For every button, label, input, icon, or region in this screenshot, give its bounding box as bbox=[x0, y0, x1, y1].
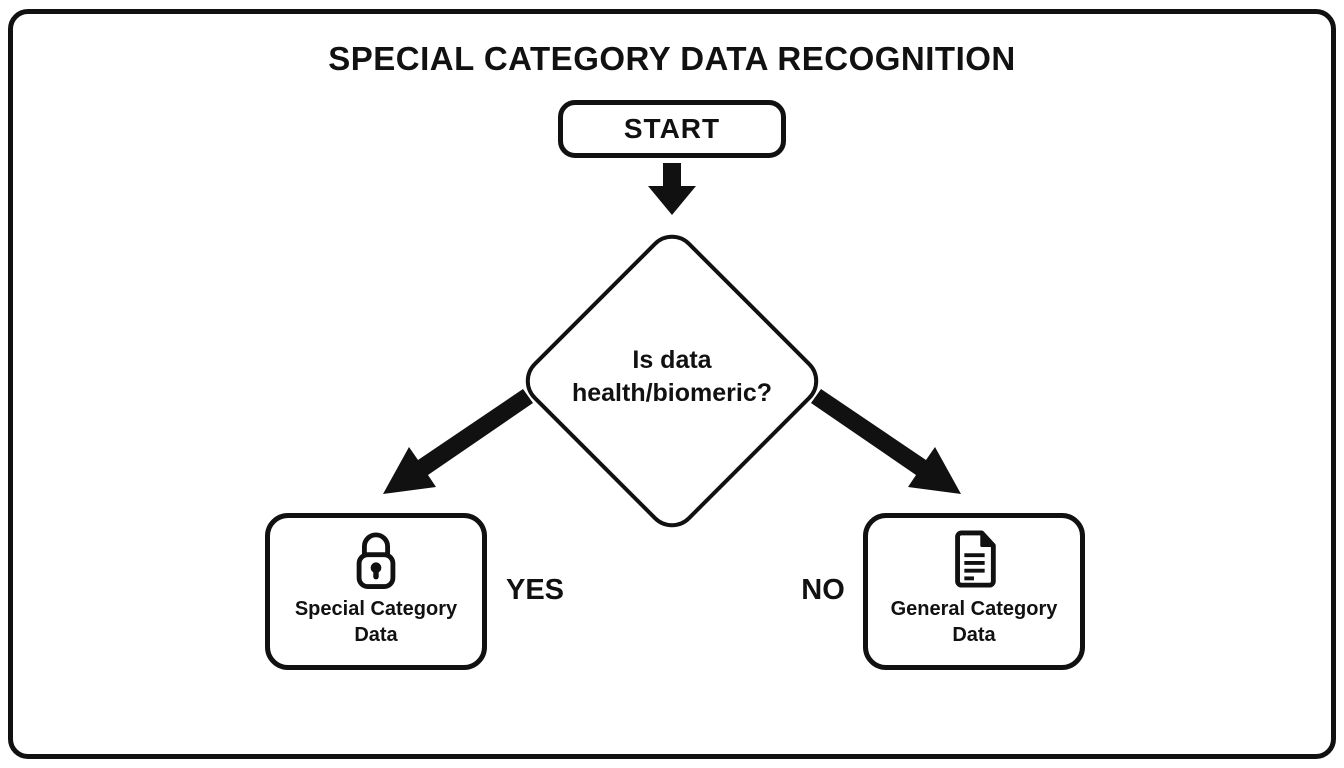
decision-node-label: Is data health/biomeric? bbox=[540, 344, 804, 409]
start-node-label: START bbox=[623, 113, 721, 144]
general-category-node: General Category Data bbox=[863, 513, 1085, 670]
document-icon bbox=[955, 530, 996, 588]
general-category-line2: Data bbox=[952, 624, 996, 646]
decision-label-line2: health/biomeric? bbox=[571, 378, 773, 407]
lock-icon bbox=[356, 532, 396, 590]
special-category-label: Special Category Data bbox=[295, 596, 457, 648]
special-category-node: Special Category Data bbox=[265, 513, 487, 670]
diagram-border-frame bbox=[8, 9, 1336, 759]
general-category-label: General Category Data bbox=[891, 596, 1058, 648]
general-category-line1: General Category bbox=[890, 598, 1058, 620]
special-category-line1: Special Category bbox=[294, 598, 458, 620]
start-node: START bbox=[558, 100, 786, 158]
no-branch-label: NO bbox=[801, 574, 845, 606]
yes-branch-label: YES bbox=[505, 574, 565, 606]
decision-label-line1: Is data bbox=[632, 346, 712, 374]
special-category-line2: Data bbox=[354, 624, 398, 646]
diagram-title: SPECIAL CATEGORY DATA RECOGNITION bbox=[328, 40, 1016, 77]
